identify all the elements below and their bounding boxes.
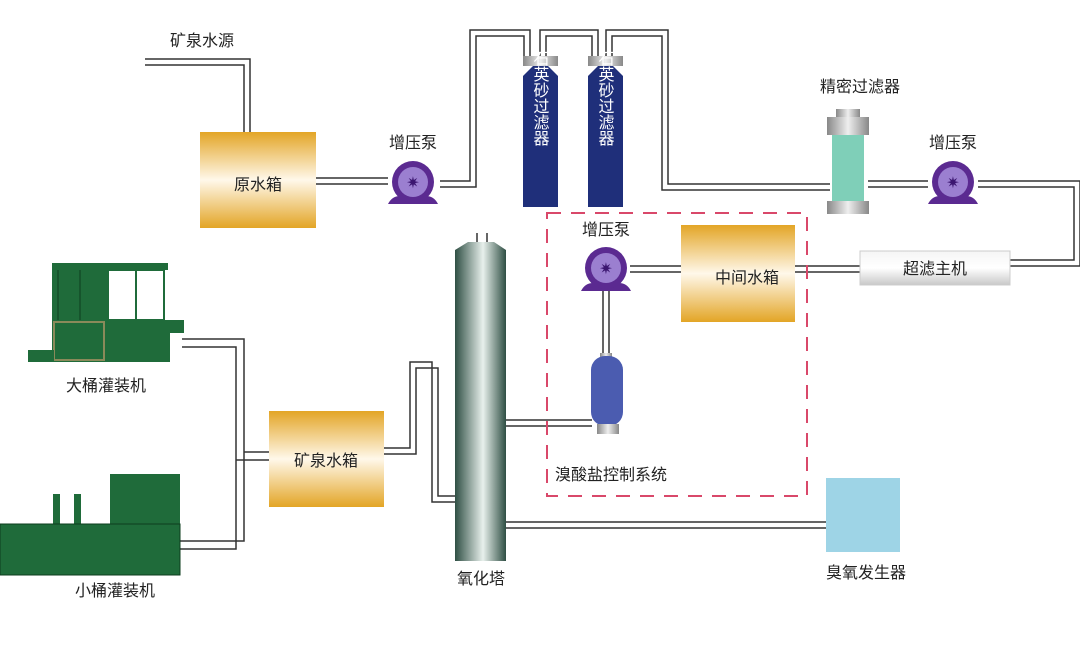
- big-bucket-filler-label: 大桶灌装机: [66, 376, 146, 395]
- quartz-filter-2-label: 石英砂过滤器: [596, 50, 615, 146]
- pipe-tower-to-mineral: [384, 361, 455, 503]
- mid-tank-label: 中间水箱: [715, 268, 779, 287]
- pipes: [145, 29, 1080, 550]
- bromate-dosing-vessel: [591, 353, 623, 434]
- pipe-midtank-to-pump3: [630, 265, 682, 273]
- pipe-precision-to-pump2: [868, 180, 928, 188]
- pump2-label: 增压泵: [929, 133, 977, 152]
- oxidation-tower: [455, 242, 506, 561]
- pump-impeller-icon: ✷: [946, 173, 959, 192]
- ultrafiltration-host: [859, 250, 1011, 286]
- pump3-label: 增压泵: [582, 220, 630, 239]
- pipe-vessel-to-tower: [506, 419, 592, 427]
- bromate-control-boundary: [546, 212, 808, 497]
- booster-pump-1: ✷: [388, 161, 438, 204]
- precision-filter: [827, 109, 869, 214]
- pipe-uf-to-midtank: [795, 265, 860, 273]
- quartz-sand-filter-2: [588, 56, 623, 207]
- pipe-filter1-to-filter2: [539, 29, 599, 60]
- pipe-tower-top: [476, 233, 488, 242]
- pipe-filter2-to-precision: [605, 29, 830, 191]
- pump1-label: 增压泵: [389, 133, 437, 152]
- pipe-source: [145, 58, 251, 133]
- precision-filter-label: 精密过滤器: [820, 77, 900, 96]
- raw-water-tank-label: 原水箱: [234, 175, 282, 194]
- source-label: 矿泉水源: [170, 31, 234, 50]
- booster-pump-3: ✷: [581, 247, 631, 291]
- pipe-pump1-to-filter1: [440, 29, 531, 188]
- mineral-water-tank: [269, 411, 384, 507]
- pipe-mineral-to-fillers: [180, 338, 270, 550]
- oxidation-tower-label: 氧化塔: [457, 569, 505, 588]
- big-bucket-filler: [28, 263, 184, 362]
- pipe-ozone-to-tower: [506, 521, 826, 529]
- bromate-system-label: 溴酸盐控制系统: [555, 465, 667, 484]
- pipe-pump3-to-vessel: [602, 290, 610, 355]
- uf-host-label: 超滤主机: [903, 259, 967, 278]
- ozone-generator-label: 臭氧发生器: [826, 563, 906, 582]
- ozone-generator: [826, 478, 900, 552]
- intermediate-water-tank: [681, 225, 795, 322]
- booster-pump-2: ✷: [928, 161, 978, 204]
- pump-impeller-icon: ✷: [599, 259, 612, 278]
- pipe-raw-to-pump1: [316, 177, 388, 185]
- pump-impeller-icon: ✷: [406, 173, 419, 192]
- small-bucket-filler-label: 小桶灌装机: [75, 581, 155, 600]
- pipe-pump2-to-uf: [978, 180, 1080, 267]
- quartz-sand-filter-1: [523, 56, 558, 207]
- raw-water-tank: [200, 132, 316, 228]
- mineral-tank-label: 矿泉水箱: [294, 451, 358, 470]
- small-bucket-filler: [0, 474, 181, 576]
- quartz-filter-1-label: 石英砂过滤器: [531, 50, 550, 146]
